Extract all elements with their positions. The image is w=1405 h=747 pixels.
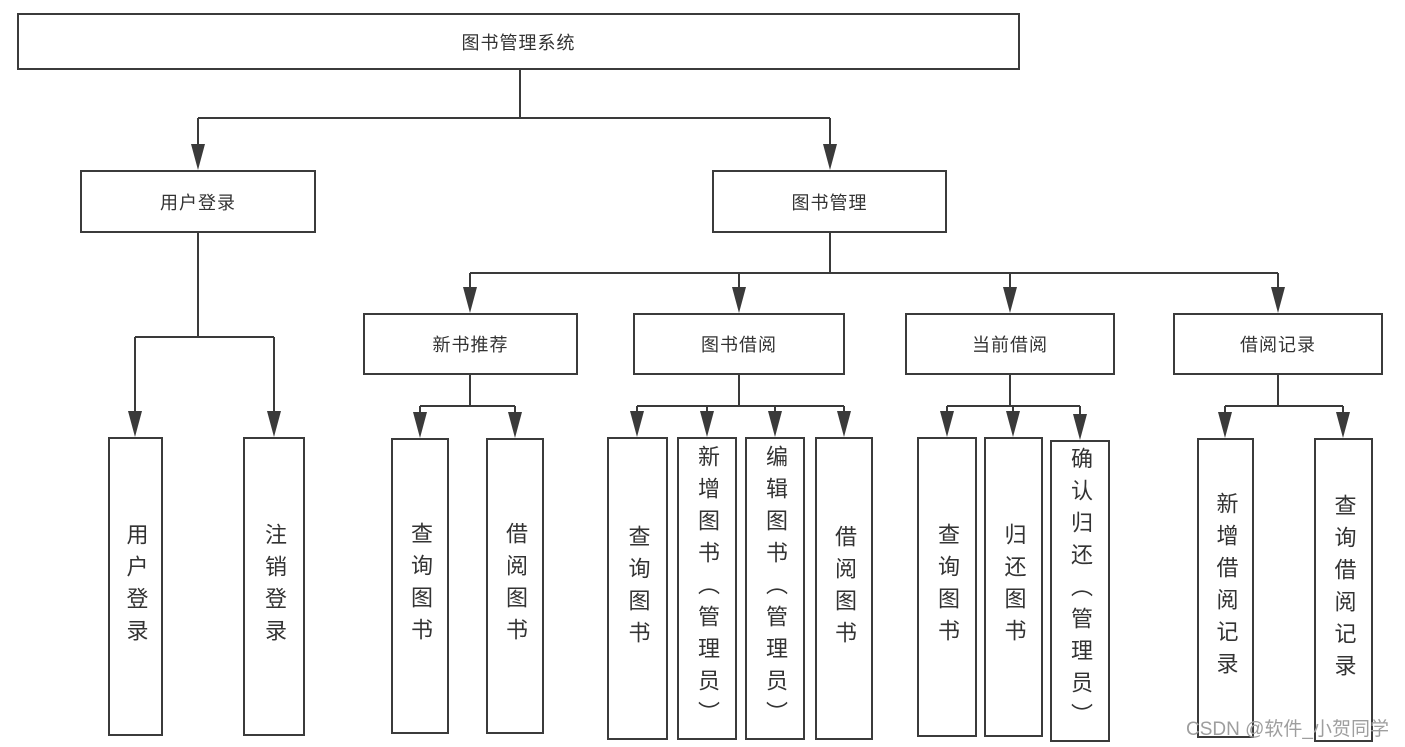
- node-user-login: 用户登录: [80, 170, 316, 233]
- leaf-add-book-admin: 新增图书（管理员）: [677, 437, 737, 740]
- leaf-add-borrow-record: 新增借阅记录: [1197, 438, 1254, 738]
- leaf-edit-book-admin: 编辑图书（管理员）: [745, 437, 805, 740]
- leaf-return-book: 归还图书: [984, 437, 1043, 737]
- connector-current-split: [946, 375, 1081, 415]
- node-book-management-label: 图书管理: [791, 192, 868, 213]
- node-book-borrow: 图书借阅: [633, 313, 845, 375]
- leaf-query-books-3: 查询图书: [917, 437, 977, 737]
- node-book-management: 图书管理: [712, 170, 947, 233]
- connector-user-login-split: [134, 233, 275, 413]
- node-root-library-management-system: 图书管理系统: [17, 13, 1020, 70]
- connector-root-split: [197, 70, 831, 146]
- node-current-borrow: 当前借阅: [905, 313, 1115, 375]
- node-borrow-records: 借阅记录: [1173, 313, 1383, 375]
- leaf-query-books-1: 查询图书: [391, 438, 449, 734]
- connector-borrow-split: [636, 375, 845, 412]
- leaf-query-borrow-record: 查询借阅记录: [1314, 438, 1373, 742]
- node-root-label: 图书管理系统: [461, 32, 576, 53]
- arrowheads: [128, 144, 1350, 440]
- leaf-confirm-return-admin: 确认归还（管理员）: [1050, 440, 1110, 742]
- connector-records-split: [1224, 375, 1344, 413]
- leaf-logout: 注销登录: [243, 437, 305, 736]
- connector-book-mgmt-split: [469, 233, 1279, 288]
- csdn-watermark: CSDN @软件_小贺同学: [1186, 719, 1389, 740]
- connector-new-rec-split: [419, 375, 516, 413]
- node-new-book-recommend: 新书推荐: [363, 313, 578, 375]
- leaf-user-login: 用户登录: [108, 437, 163, 736]
- leaf-query-books-2: 查询图书: [607, 437, 668, 740]
- leaf-borrow-books-2: 借阅图书: [815, 437, 873, 740]
- leaf-borrow-books-1: 借阅图书: [486, 438, 544, 734]
- node-user-login-label: 用户登录: [160, 192, 236, 213]
